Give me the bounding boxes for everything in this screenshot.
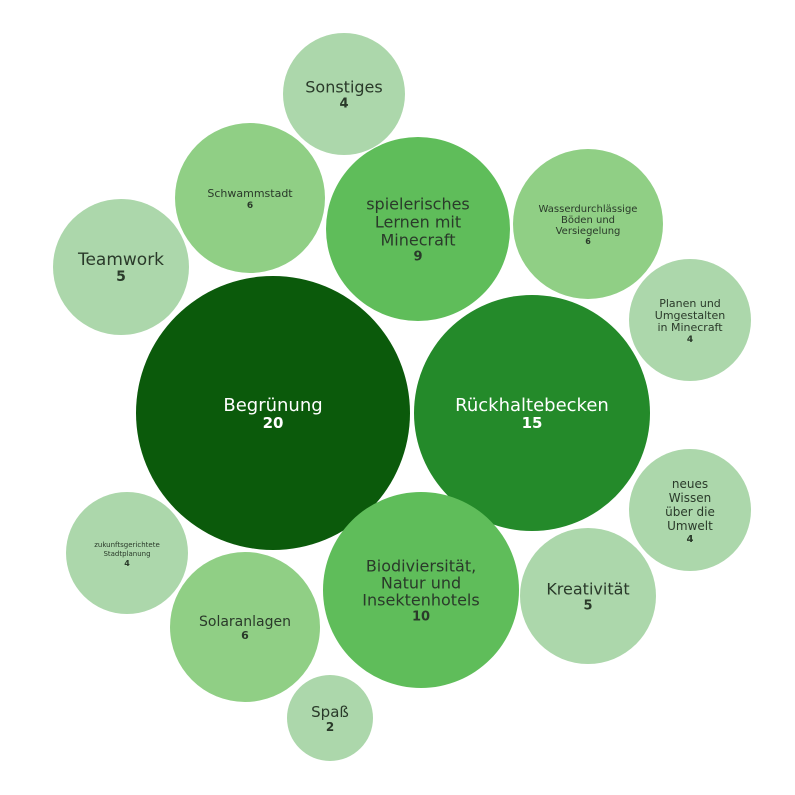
bubble-label: Spaß [311, 703, 349, 721]
bubble-value: 5 [583, 599, 592, 614]
bubble-label: Versiegelung [556, 226, 621, 237]
bubble-label: spielerisches [366, 195, 470, 214]
bubble-value: 9 [413, 250, 422, 265]
bubble-value: 6 [241, 629, 249, 642]
bubble-label: Natur und [381, 573, 461, 592]
bubble-value: 10 [412, 609, 430, 624]
bubble-label: Insektenhotels [362, 590, 479, 609]
bubble-label: Stadtplanung [103, 550, 150, 558]
bubble-value: 4 [687, 335, 693, 345]
bubble-value: 2 [326, 720, 334, 734]
bubble-value: 5 [116, 269, 126, 285]
bubble-circle [170, 552, 320, 702]
bubble-circle [287, 675, 373, 761]
bubble-label: Biodiviersität, [366, 556, 476, 575]
bubble-label: Teamwork [77, 250, 164, 270]
bubble-circle [326, 137, 510, 321]
bubble-value: 6 [585, 237, 591, 246]
bubble-circle [520, 528, 656, 664]
bubble-circle [629, 259, 751, 381]
bubble-label: Rückhaltebecken [455, 395, 609, 416]
bubble-label: Minecraft [380, 231, 455, 250]
bubble-value: 6 [247, 201, 253, 211]
bubble-label: Planen und [659, 297, 721, 310]
bubble-label: in Minecraft [657, 321, 723, 334]
bubble-circle [414, 295, 650, 531]
bubble-label: über die [665, 505, 715, 519]
bubble-circle [513, 149, 663, 299]
bubble-label: Wissen [669, 491, 711, 505]
bubble-value: 4 [124, 559, 130, 568]
bubble-circle [283, 33, 405, 155]
bubble-value: 20 [263, 414, 284, 432]
bubble-label: Solaranlagen [199, 614, 291, 630]
bubble-label: Kreativität [546, 580, 629, 599]
bubble-value: 4 [339, 97, 348, 112]
bubble-label: zukunftsgerichtete [94, 541, 160, 549]
bubble-label: Begrünung [223, 395, 322, 416]
bubble-label: Umwelt [667, 519, 713, 533]
bubble-label: Sonstiges [305, 78, 382, 97]
bubble-label: Schwammstadt [207, 187, 293, 200]
bubble-label: Umgestalten [655, 309, 725, 322]
bubble-label: Wasserdurchlässige [539, 204, 638, 215]
bubble-circle [175, 123, 325, 273]
bubble-value: 4 [687, 534, 694, 545]
bubble-label: Lernen mit [375, 213, 461, 232]
bubble-circle [66, 492, 188, 614]
bubble-circle [323, 492, 519, 688]
bubble-value: 15 [522, 414, 543, 432]
bubble-circle [629, 449, 751, 571]
bubble-circle [53, 199, 189, 335]
bubble-label: Böden und [561, 215, 615, 226]
bubble-label: neues [672, 477, 708, 491]
bubble-circle [136, 276, 410, 550]
